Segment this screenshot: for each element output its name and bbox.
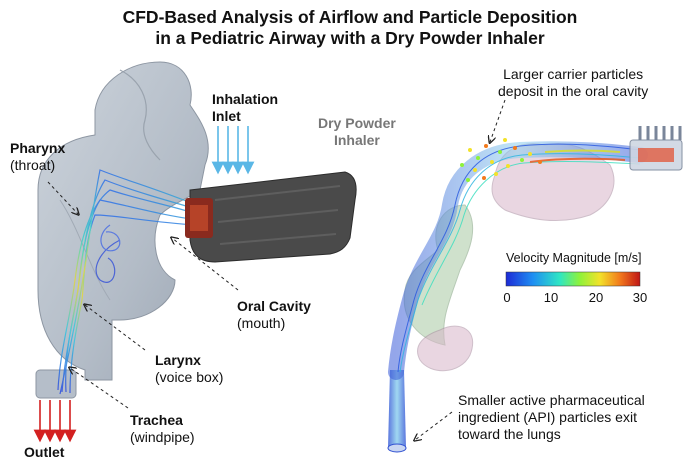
label-outlet: Outlet bbox=[24, 444, 65, 460]
label-api-line2: ingredient (API) particles exit bbox=[458, 409, 637, 425]
figure-title: CFD-Based Analysis of Airflow and Partic… bbox=[0, 7, 700, 49]
airway-solid-body bbox=[37, 61, 209, 381]
label-larynx: Larynx (voice box) bbox=[155, 352, 223, 386]
airway-nose-ridge bbox=[119, 69, 161, 161]
main-airway-channel bbox=[388, 141, 648, 380]
airway-model-left bbox=[33, 61, 357, 443]
label-inhalation-inlet: Inhalation Inlet bbox=[212, 91, 278, 125]
outlet-arrows bbox=[33, 400, 77, 443]
dry-powder-inhaler-device bbox=[185, 171, 357, 263]
label-pharynx-note: (throat) bbox=[10, 157, 56, 173]
label-api-line1: Smaller active pharmaceutical bbox=[458, 392, 645, 408]
label-larynx-note: (voice box) bbox=[155, 369, 224, 385]
streamlines-left bbox=[57, 169, 201, 395]
title-line-1: CFD-Based Analysis of Airflow and Partic… bbox=[122, 7, 578, 27]
label-pharynx: Pharynx (throat) bbox=[10, 140, 65, 174]
label-carrier-line1: Larger carrier particles bbox=[503, 66, 644, 82]
colorbar-title: Velocity Magnitude [m/s] bbox=[506, 251, 642, 265]
title-line-2: in a Pediatric Airway with a Dry Powder … bbox=[155, 28, 545, 48]
label-inhalation-line1: Inhalation bbox=[212, 91, 279, 107]
label-inhalation-line2: Inlet bbox=[212, 108, 241, 124]
larynx-volume bbox=[417, 325, 474, 372]
label-larynx-name: Larynx bbox=[155, 352, 201, 368]
carrier-particles bbox=[460, 138, 542, 182]
label-oral-cavity: Oral Cavity (mouth) bbox=[237, 298, 311, 332]
inlet-arrows bbox=[211, 126, 255, 175]
airway-jaw-shading bbox=[59, 199, 111, 301]
leader-lines-left bbox=[47, 181, 239, 409]
label-dpi-line2: Inhaler bbox=[333, 132, 380, 148]
colorbar-tick-0: 0 bbox=[503, 290, 511, 305]
label-trachea-note: (windpipe) bbox=[130, 429, 195, 445]
label-oral-cavity-note: (mouth) bbox=[237, 315, 286, 331]
leader-lines-right bbox=[415, 99, 506, 440]
airway-model-right bbox=[387, 99, 683, 453]
colorbar-tick-30: 30 bbox=[632, 290, 648, 305]
colorbar-tick-20: 20 bbox=[588, 290, 604, 305]
label-carrier-line2: deposit in the oral cavity bbox=[498, 83, 649, 99]
trachea-tube bbox=[388, 370, 406, 448]
label-trachea: Trachea (windpipe) bbox=[130, 412, 195, 446]
label-trachea-name: Trachea bbox=[130, 412, 183, 428]
label-pharynx-name: Pharynx bbox=[10, 140, 66, 156]
label-api-particles: Smaller active pharmaceutical ingredient… bbox=[458, 392, 645, 443]
label-oral-cavity-name: Oral Cavity bbox=[237, 298, 311, 314]
label-carrier-particles: Larger carrier particles deposit in the … bbox=[498, 66, 648, 100]
inhaler-mouthpiece-right bbox=[629, 126, 683, 171]
streamlines-right bbox=[397, 143, 641, 373]
label-api-line3: toward the lungs bbox=[458, 426, 561, 442]
label-dry-powder-inhaler: Dry Powder Inhaler bbox=[318, 115, 396, 149]
label-dpi-line1: Dry Powder bbox=[318, 115, 396, 131]
colorbar bbox=[505, 271, 641, 287]
colorbar-tick-10: 10 bbox=[543, 290, 559, 305]
